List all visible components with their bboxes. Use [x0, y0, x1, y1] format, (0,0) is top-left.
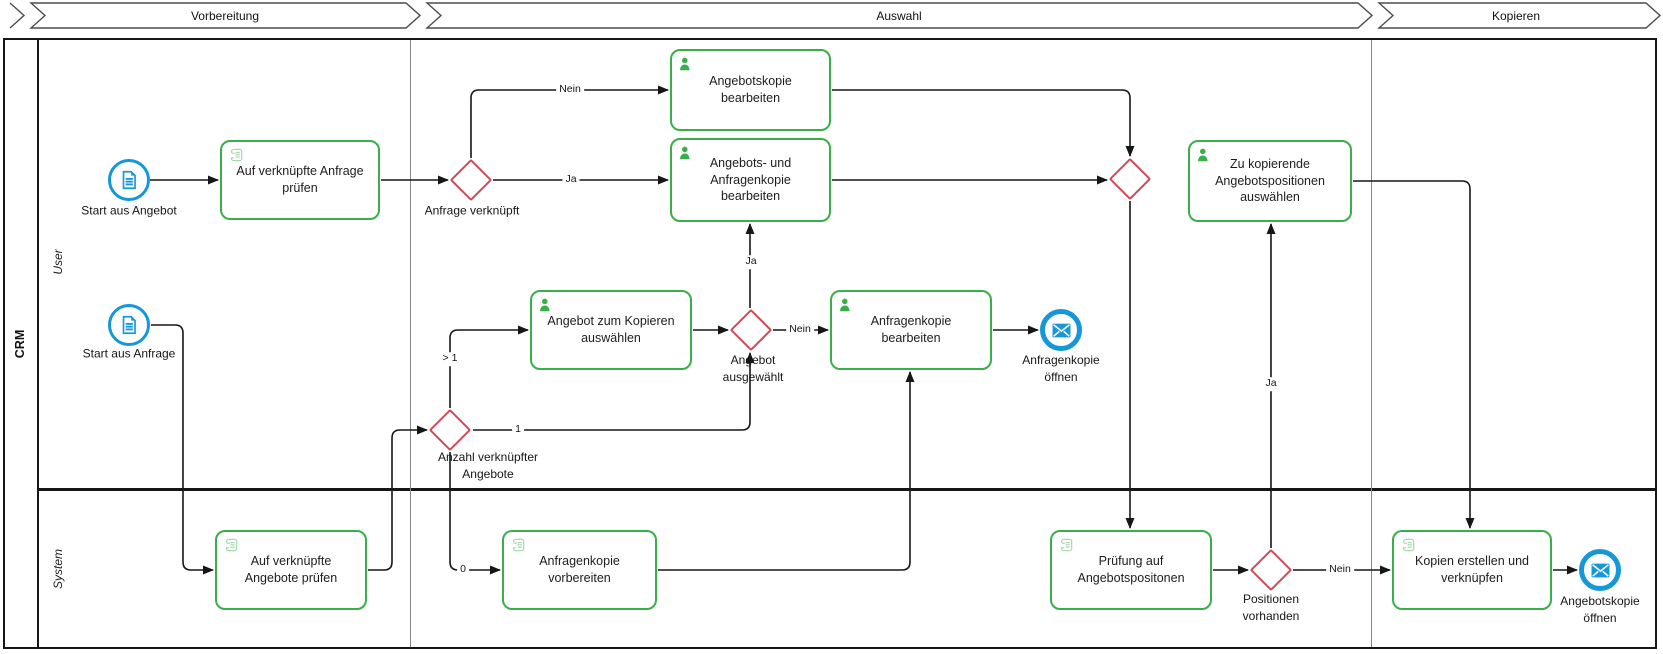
flow-label-1: 1 [512, 423, 524, 437]
task-angebot-zum-kopieren-auswaehlen[interactable]: Angebot zum Kopieren auswählen [530, 290, 692, 370]
flow-label-groesser-1: > 1 [439, 352, 461, 366]
flow-label-0: 0 [457, 563, 469, 577]
script-icon [512, 538, 525, 552]
flow-label-ja: Ja [1262, 377, 1280, 391]
flow-label-ja: Ja [742, 255, 760, 269]
pool-label: CRM [13, 329, 27, 359]
end-event-angebotskopie-oeffnen[interactable] [1579, 549, 1621, 591]
start-event-start-aus-anfrage[interactable] [108, 304, 150, 346]
event-label: Start aus Angebot [81, 203, 177, 218]
gateway-label: Angebot ausgewählt [722, 353, 784, 384]
gateway-label: Anfrage verknüpft [424, 203, 520, 218]
flow-label-nein: Nein [786, 323, 814, 337]
message-icon [1591, 563, 1609, 577]
phase-label-kopieren: Kopieren [1491, 9, 1541, 23]
flow-label-nein: Nein [1326, 563, 1354, 577]
lane-divider-user-system [39, 488, 1655, 491]
phase-label-vorbereitung: Vorbereitung [190, 9, 260, 23]
user-icon [680, 57, 690, 71]
pool-crm [3, 38, 1657, 649]
task-zu-kopierende-angebotspositionen-auswaehlen[interactable]: Zu kopierende Angebotspositionen auswähl… [1188, 140, 1352, 222]
pool-name-divider [37, 38, 39, 649]
task-pruefung-auf-angebotspositonen[interactable]: Prüfung auf Angebotspositonen [1050, 530, 1212, 610]
start-event-start-aus-angebot[interactable] [108, 159, 150, 201]
phase-label-auswahl: Auswahl [876, 9, 922, 23]
user-icon [840, 298, 850, 312]
chevron-tail-icon [9, 2, 26, 29]
lane-label-system: System [51, 548, 65, 590]
event-label: Angebotskopie öffnen [1560, 594, 1640, 625]
task-auf-verknuepfte-angebote-pruefen[interactable]: Auf verknüpfte Angebote prüfen [215, 530, 367, 610]
task-label: Kopien erstellen und verknüpfen [1415, 554, 1529, 585]
task-anfragenkopie-vorbereiten[interactable]: Anfragenkopie vorbereiten [502, 530, 657, 610]
gateway-label: Positionen vorhanden [1242, 592, 1300, 623]
task-label: Anfragenkopie vorbereiten [539, 554, 620, 585]
task-label: Angebotskopie bearbeiten [709, 74, 792, 105]
flow-label-ja: Ja [562, 173, 580, 187]
task-label: Angebots- und Anfragenkopie bearbeiten [709, 155, 792, 204]
message-icon [1052, 323, 1070, 337]
lane-label-user: User [51, 249, 65, 275]
phase-divider-vorbereitung-auswahl [410, 40, 411, 647]
flow-label-nein: Nein [556, 83, 584, 97]
event-label: Anfragenkopie öffnen [1022, 353, 1100, 384]
script-icon [1060, 538, 1073, 552]
task-label: Prüfung auf Angebotspositonen [1077, 554, 1185, 585]
gateway-label: Anzahl verknüpfter Angebote [437, 450, 539, 481]
task-angebotskopie-bearbeiten[interactable]: Angebotskopie bearbeiten [670, 49, 831, 131]
script-icon [230, 148, 243, 162]
phase-divider-auswahl-kopieren [1371, 40, 1372, 647]
user-icon [1198, 148, 1208, 162]
task-angebots-und-anfragenkopie-bearbeiten[interactable]: Angebots- und Anfragenkopie bearbeiten [670, 138, 831, 222]
task-label: Auf verknüpfte Angebote prüfen [244, 554, 338, 585]
document-icon [122, 315, 136, 335]
user-icon [680, 146, 690, 160]
user-icon [540, 298, 550, 312]
script-icon [225, 538, 238, 552]
script-icon [1402, 538, 1415, 552]
event-label: Start aus Anfrage [82, 346, 176, 361]
document-icon [122, 170, 136, 190]
task-label: Angebot zum Kopieren auswählen [547, 314, 675, 345]
task-kopien-erstellen-und-verknuepfen[interactable]: Kopien erstellen und verknüpfen [1392, 530, 1552, 610]
task-label: Auf verknüpfte Anfrage prüfen [236, 164, 364, 195]
end-event-anfragenkopie-oeffnen[interactable] [1040, 309, 1082, 351]
task-label: Anfragenkopie bearbeiten [870, 314, 952, 345]
task-auf-verknuepfte-anfrage-pruefen[interactable]: Auf verknüpfte Anfrage prüfen [220, 140, 380, 220]
task-anfragenkopie-bearbeiten[interactable]: Anfragenkopie bearbeiten [830, 290, 992, 370]
task-label: Zu kopierende Angebotspositionen auswähl… [1215, 156, 1325, 205]
